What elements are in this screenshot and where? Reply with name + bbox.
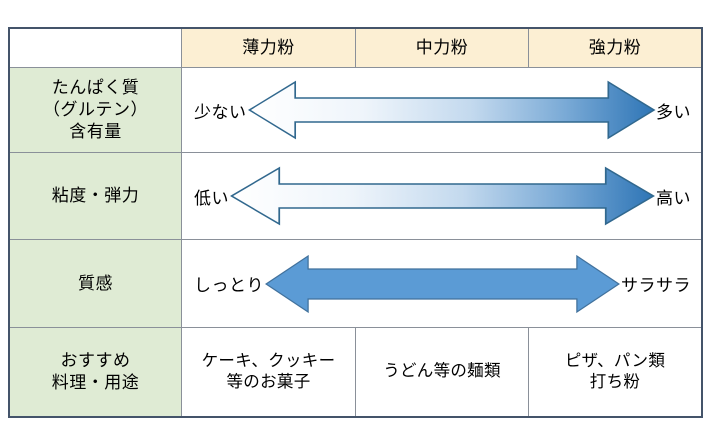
- scale-left-label-protein: 少ない: [194, 102, 247, 122]
- uses-cell-medium-flour: うどん等の麺類: [355, 328, 528, 416]
- row-label-viscosity: 粘度・弾力: [10, 153, 181, 239]
- table-corner-cell: [10, 29, 181, 67]
- table-row-protein-content: たんぱく質 （グルテン） 含有量 少ない: [10, 67, 701, 152]
- double-headed-gradient-arrow-icon: [230, 166, 655, 226]
- uses-line: 打ち粉: [589, 373, 641, 391]
- column-header-strong-flour: 強力粉: [528, 29, 701, 67]
- scale-right-label-protein: 多い: [656, 102, 691, 122]
- flour-comparison-table: 薄力粉 中力粉 強力粉 たんぱく質 （グルテン） 含有量 少ない: [8, 27, 703, 418]
- scale-right-label-viscosity: 高い: [656, 188, 691, 208]
- table-row-recommended-uses: おすすめ 料理・用途 ケーキ、クッキー 等のお菓子 うどん等の麺類 ピザ、パン類…: [10, 327, 701, 416]
- table-row-viscosity: 粘度・弾力 低い: [10, 152, 701, 239]
- scale-arrow-slot-protein: [247, 68, 657, 152]
- table-header-row: 薄力粉 中力粉 強力粉: [10, 29, 701, 67]
- scale-arrow-slot-texture: [264, 240, 621, 327]
- row-label-protein-content: たんぱく質 （グルテン） 含有量: [10, 68, 181, 152]
- row-content-texture: しっとり サラサラ: [181, 240, 701, 327]
- scale-right-label-texture: サラサラ: [621, 276, 691, 295]
- table-row-texture: 質感 しっとり サラサラ: [10, 239, 701, 327]
- row-content-protein-content: 少ない: [181, 68, 701, 152]
- uses-line: ピザ、パン類: [564, 351, 666, 370]
- row-label-line: 質感: [78, 273, 113, 293]
- uses-cell-weak-flour: ケーキ、クッキー 等のお菓子: [181, 328, 355, 416]
- row-label-line: （グルテン）: [43, 100, 148, 120]
- uses-line: 等のお菓子: [226, 373, 311, 391]
- uses-line: ケーキ、クッキー: [201, 351, 336, 370]
- row-content-viscosity: 低い: [181, 153, 701, 239]
- row-label-line: 含有量: [69, 121, 122, 141]
- scale-left-label-texture: しっとり: [194, 276, 264, 295]
- uses-line: うどん等の麺類: [383, 362, 501, 381]
- row-label-line: たんぱく質: [51, 78, 140, 98]
- row-label-line: 料理・用途: [51, 373, 140, 392]
- uses-cell-strong-flour: ピザ、パン類 打ち粉: [528, 328, 701, 416]
- row-label-recommended-uses: おすすめ 料理・用途: [10, 328, 181, 416]
- scale-arrow-slot-viscosity: [229, 153, 656, 239]
- column-header-medium-flour: 中力粉: [355, 29, 528, 67]
- double-headed-gradient-arrow-icon: [247, 80, 656, 140]
- row-label-line: おすすめ: [60, 351, 131, 371]
- column-header-weak-flour: 薄力粉: [181, 29, 355, 67]
- double-headed-solid-arrow-icon: [265, 254, 620, 313]
- row-label-texture: 質感: [10, 240, 181, 327]
- row-label-line: 粘度・弾力: [51, 186, 140, 206]
- scale-left-label-viscosity: 低い: [194, 188, 229, 208]
